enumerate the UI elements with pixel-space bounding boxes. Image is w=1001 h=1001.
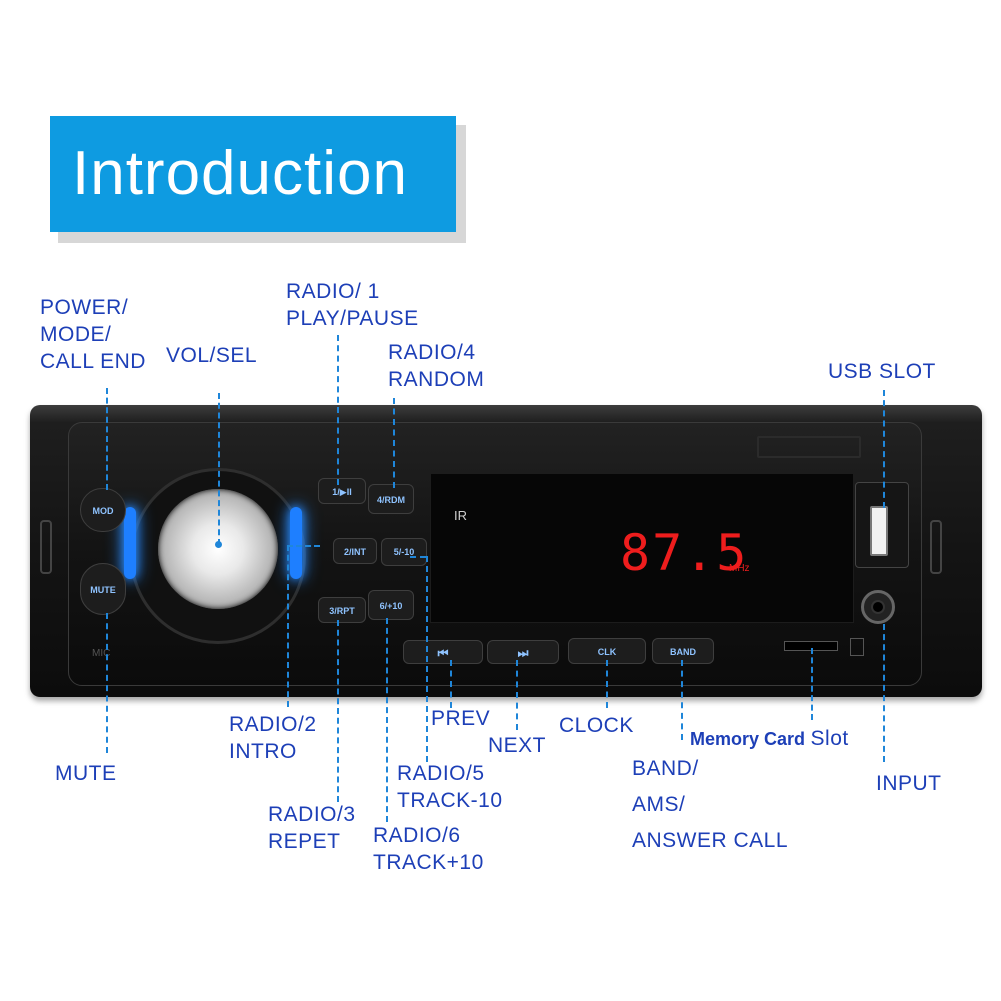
right-side-notch	[930, 520, 942, 574]
button-4-random[interactable]: 4/RDM	[368, 484, 414, 514]
leader-radio6	[386, 618, 388, 822]
band-button[interactable]: BAND	[652, 638, 714, 664]
button-2-intro[interactable]: 2/INT	[333, 538, 377, 564]
top-slot	[757, 436, 861, 458]
next-button[interactable]: ⏭	[487, 640, 559, 664]
label-power-mode-call-end: POWER/MODE/CALL END	[40, 296, 146, 373]
left-backlight-glow	[124, 507, 136, 579]
label-input: INPUT	[876, 772, 942, 795]
prev-button[interactable]: ⏮	[403, 640, 483, 664]
leader-radio5-v	[426, 556, 428, 762]
ir-receiver-mark: IR	[454, 508, 467, 523]
leader-radio3	[337, 620, 339, 802]
button-3-repeat[interactable]: 3/RPT	[318, 597, 366, 623]
label-vol-sel: VOL/SEL	[166, 344, 258, 367]
label-prev: PREV	[431, 707, 491, 730]
leader-input	[883, 624, 885, 762]
leader-vol-sel	[218, 393, 220, 545]
page-title: Introduction	[50, 116, 456, 232]
leader-power	[106, 388, 108, 490]
lcd-display	[430, 473, 854, 623]
label-band-ams-answer-call: BAND/AMS/ANSWER CALL	[632, 757, 789, 852]
clock-button[interactable]: CLK	[568, 638, 646, 664]
leader-usb	[883, 390, 885, 508]
leader-memory-card	[811, 648, 813, 720]
aux-input-jack[interactable]	[861, 590, 895, 624]
frequency-readout: 87.5	[620, 524, 749, 582]
label-usb-slot: USB SLOT	[828, 360, 936, 383]
power-mode-button[interactable]: MOD	[80, 488, 126, 532]
mic-label: MIC	[92, 648, 111, 659]
label-next: NEXT	[488, 734, 547, 757]
frequency-unit: MHz	[729, 563, 750, 574]
leader-vol-sel-dot	[215, 541, 222, 548]
usb-port[interactable]	[870, 506, 888, 556]
leader-radio5-h	[410, 556, 426, 558]
button-6-track-plus-10[interactable]: 6/+10	[368, 590, 414, 620]
button-5-track-minus-10[interactable]: 5/-10	[381, 538, 427, 566]
leader-radio4	[393, 398, 395, 488]
button-1-play-pause[interactable]: 1/▶II	[318, 478, 366, 504]
left-side-notch	[40, 520, 52, 574]
leader-radio1	[337, 335, 339, 485]
leader-mute	[106, 613, 108, 753]
right-backlight-glow	[290, 507, 302, 579]
leader-prev	[450, 660, 452, 708]
aux-jack-hole	[871, 600, 885, 614]
leader-clock	[606, 660, 608, 708]
leader-radio2-h	[287, 545, 320, 547]
label-mute: MUTE	[55, 762, 117, 785]
label-memory-card-slot: Memory Card Slot	[690, 727, 849, 750]
label-clock: CLOCK	[559, 714, 634, 737]
leader-next	[516, 660, 518, 730]
mute-button[interactable]: MUTE	[80, 563, 126, 615]
leader-band	[681, 660, 683, 740]
sd-card-icon	[850, 638, 864, 656]
leader-radio2-v	[287, 545, 289, 707]
